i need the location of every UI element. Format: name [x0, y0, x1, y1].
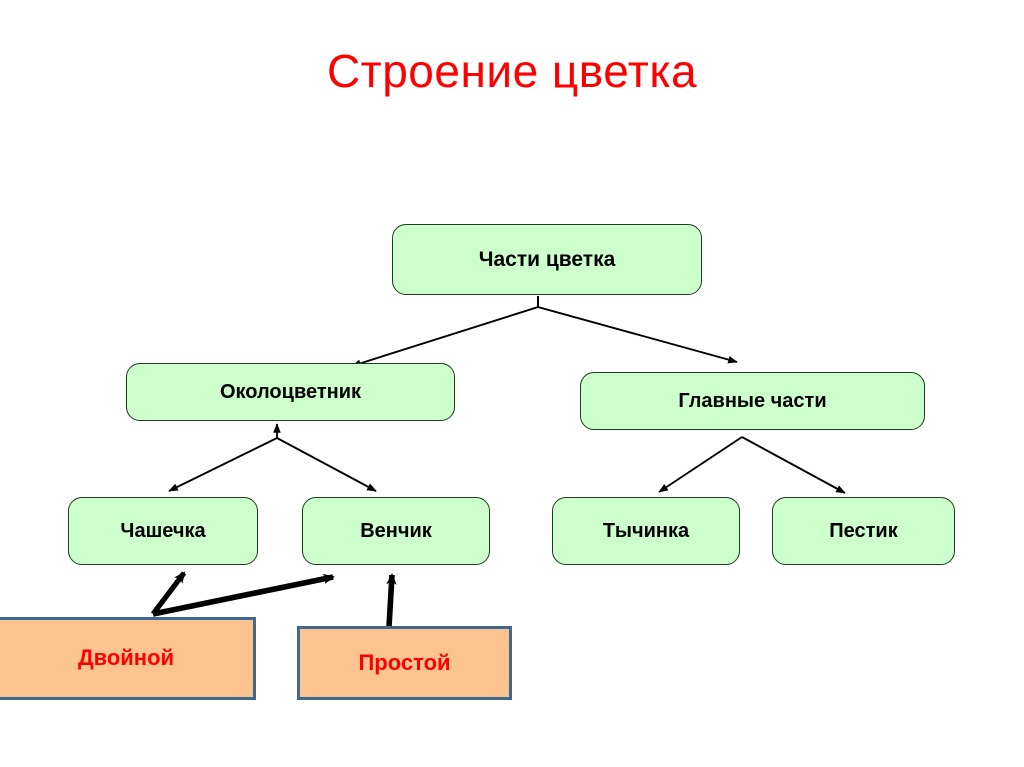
- node-label: Части цветка: [478, 247, 616, 271]
- edge-dvoynoy-to-chashechka: [150, 571, 187, 616]
- page-title: Строение цветка: [326, 45, 698, 97]
- node-label: Чашечка: [120, 520, 206, 542]
- node-pestik[interactable]: Пестик: [772, 497, 955, 565]
- edge-root-to-glavnye-chasti: [537, 296, 738, 364]
- edge-glavnye-chasti-to-tychinka: [658, 436, 743, 493]
- edge-root-to-okolocvetnik: [351, 296, 539, 367]
- node-prostoy[interactable]: Простой: [297, 626, 512, 700]
- node-label: Простой: [358, 649, 451, 675]
- node-label: Венчик: [360, 520, 432, 542]
- node-label: Главные части: [678, 390, 827, 412]
- node-okolocvetnik[interactable]: Околоцветник: [126, 363, 455, 421]
- node-label: Двойной: [77, 645, 175, 671]
- node-chasti-cvetka[interactable]: Части цветка: [392, 224, 702, 295]
- node-label: Околоцветник: [219, 381, 362, 403]
- edge-prostoy-to-venchik: [386, 573, 397, 628]
- node-venchik[interactable]: Венчик: [302, 497, 490, 565]
- node-glavnye-chasti[interactable]: Главные части: [580, 372, 925, 430]
- node-tychinka[interactable]: Тычинка: [552, 497, 740, 565]
- node-label: Тычинка: [602, 520, 690, 542]
- node-label: Пестик: [829, 520, 898, 542]
- edge-okolocvetnik-to-venchik: [276, 437, 377, 492]
- edge-okolocvetnik-to-chashechka: [168, 437, 278, 492]
- node-dvoynoy[interactable]: Двойной: [0, 617, 256, 700]
- edge-glavnye-chasti-to-pestik: [741, 436, 846, 494]
- edge-dvoynoy-to-venchik: [152, 573, 335, 617]
- node-chashechka[interactable]: Чашечка: [68, 497, 258, 565]
